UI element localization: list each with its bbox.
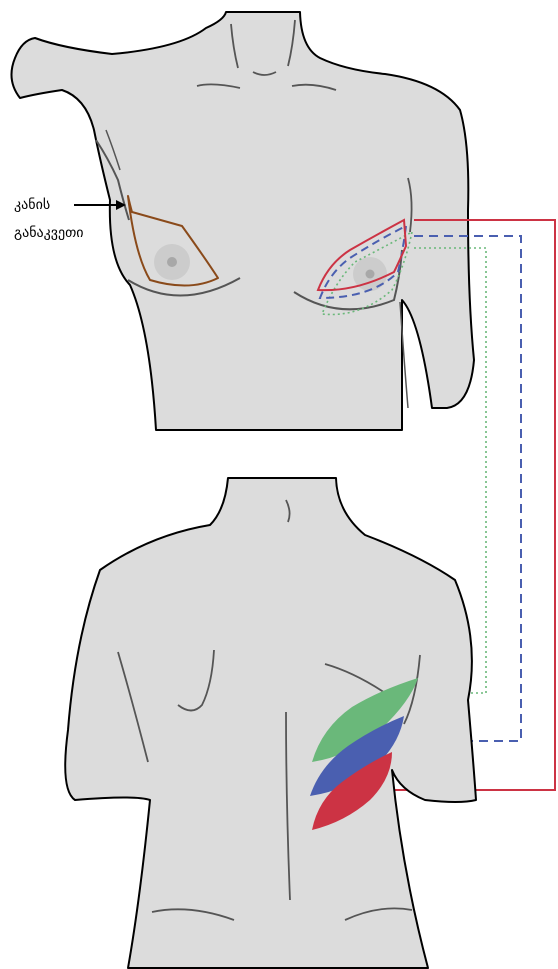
back-torso-outline: [65, 478, 476, 968]
left-nipple: [366, 270, 375, 279]
skin-incision-label-line1: კანის: [14, 196, 50, 214]
back-torso: [65, 478, 476, 968]
front-torso: [11, 12, 474, 430]
skin-incision-label-line2: განაკვეთი: [14, 224, 84, 242]
right-nipple: [167, 257, 177, 267]
skin-incision-arrow: [74, 200, 126, 210]
